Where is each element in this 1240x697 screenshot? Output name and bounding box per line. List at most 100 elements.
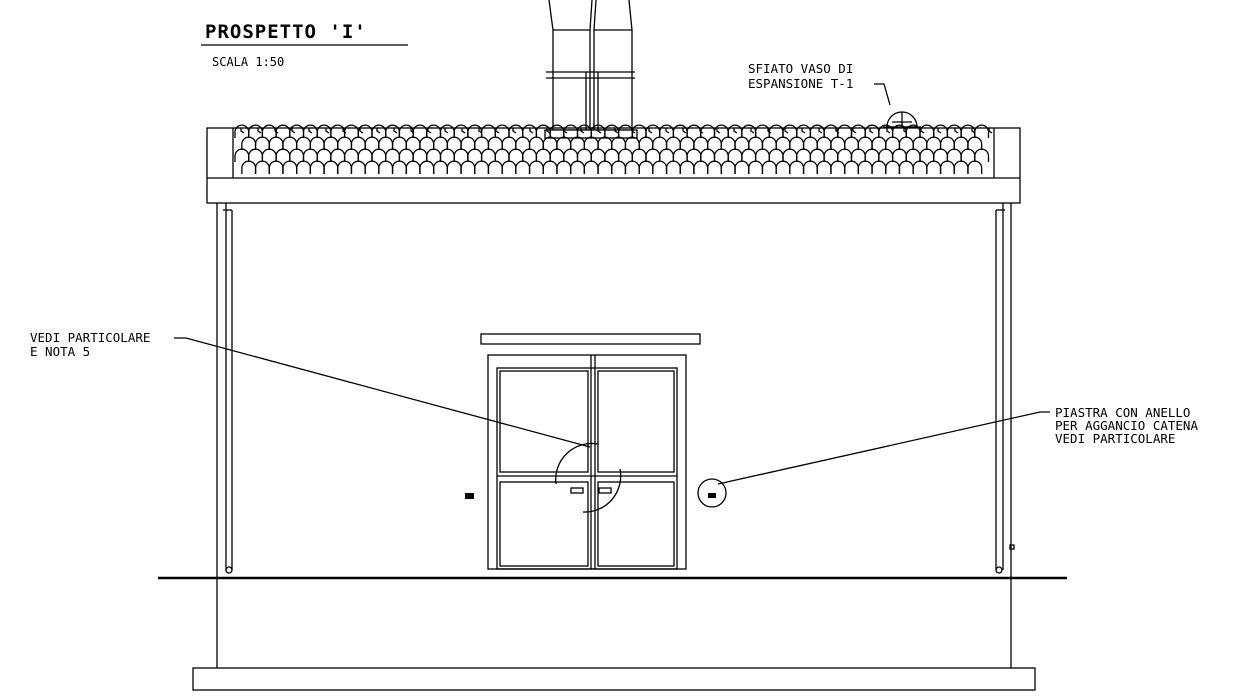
roof-tile	[583, 160, 599, 174]
roof-tile	[268, 136, 284, 150]
roof-tile	[754, 124, 770, 138]
roof-tile-hook	[512, 128, 517, 134]
roof-tile	[713, 148, 729, 162]
roof-tile	[268, 160, 284, 174]
roof-tile-hook	[835, 128, 840, 134]
svg-text:ESPANSIONE T-1: ESPANSIONE T-1	[748, 76, 853, 91]
roof-tile	[864, 148, 880, 162]
roof-tile	[453, 124, 469, 138]
roof-tile-hook	[971, 128, 976, 134]
roof-tile-hook	[580, 128, 585, 134]
roof-tile	[494, 148, 510, 162]
roof-tile	[823, 148, 839, 162]
roof-tile	[398, 148, 414, 162]
roof-tile-hook	[495, 128, 500, 134]
roof-tile	[864, 124, 880, 138]
roof-tile	[282, 160, 298, 174]
roof-tile	[385, 124, 401, 138]
roof-tile	[926, 136, 942, 150]
roof-tile	[446, 160, 462, 174]
roof-tile	[953, 160, 969, 174]
roof-tile	[570, 136, 585, 150]
roof-tile	[446, 136, 462, 150]
roof-tile	[693, 136, 709, 150]
svg-text:VEDI PARTICOLARE: VEDI PARTICOLARE	[30, 330, 150, 345]
roof-tile	[542, 136, 558, 150]
roof-tile	[515, 160, 531, 174]
roof-tile	[741, 124, 757, 138]
svg-text:E NOTA 5: E NOTA 5	[30, 344, 90, 359]
roof-tile	[296, 160, 311, 174]
roof-tile	[933, 148, 949, 162]
roof-tile	[611, 160, 627, 174]
roof-tile	[713, 124, 729, 138]
roof-tile	[542, 160, 558, 174]
roof-tile	[261, 148, 277, 162]
roof-tile	[337, 160, 353, 174]
roof-tile-hook	[308, 128, 313, 134]
wall-anchor-plates	[465, 478, 727, 508]
roof-tile	[419, 160, 435, 174]
plate-callout-right: PIASTRA CON ANELLO PER AGGANCIO CATENA V…	[717, 405, 1198, 485]
roof-tile-hook	[614, 128, 619, 134]
roof-tile	[665, 160, 681, 174]
roof-tile	[597, 136, 613, 150]
roof-tile	[275, 148, 291, 162]
svg-text:PER AGGANCIO CATENA: PER AGGANCIO CATENA	[1055, 418, 1198, 433]
roof-tile	[350, 136, 366, 150]
roof-tile	[480, 124, 496, 138]
roof-tile	[508, 124, 524, 138]
roof-tile	[357, 148, 373, 162]
roof-tile	[871, 160, 887, 174]
roof-tile	[330, 148, 346, 162]
roof-tile	[686, 148, 702, 162]
roof-tile	[563, 148, 579, 162]
roof-tile	[974, 124, 990, 138]
foundation-base	[192, 667, 1036, 691]
roof-tile-hook	[631, 128, 636, 134]
roof-tile	[659, 148, 675, 162]
roof-tile	[946, 148, 962, 162]
roof-tile	[679, 136, 695, 150]
roof-tile	[761, 136, 777, 150]
roof-tile-hook	[563, 128, 568, 134]
roof-tile	[391, 160, 407, 174]
roof-tile	[700, 124, 716, 138]
roof-tile-hook	[274, 128, 279, 134]
roof-tile	[309, 136, 325, 150]
roof-tile-hook	[784, 128, 789, 134]
roof-tile	[809, 124, 825, 138]
roof-tile	[522, 124, 538, 138]
roof-tile-hook	[818, 128, 823, 134]
roof-tile-hook	[376, 128, 381, 134]
roof-tile	[426, 148, 442, 162]
roof-tile	[275, 124, 291, 138]
roof-tile	[720, 136, 736, 150]
roof-tile	[802, 136, 818, 150]
roof-tile	[905, 148, 921, 162]
roof-tile	[261, 124, 277, 138]
roof-tile-hook	[903, 128, 908, 134]
roof-tile	[412, 124, 428, 138]
roof-tile	[939, 160, 955, 174]
roof-tile	[727, 148, 743, 162]
roof-tile	[528, 160, 544, 174]
roof-tile	[830, 160, 846, 174]
roof-tile-hook	[920, 128, 925, 134]
roof-tile	[939, 136, 955, 150]
roof-tile	[405, 136, 421, 150]
roof-tile	[597, 160, 613, 174]
roof-tile	[302, 148, 318, 162]
roof-tile	[768, 124, 784, 138]
roof-tile	[508, 148, 524, 162]
roof-tile	[378, 136, 394, 150]
roof-tile-hook	[716, 128, 721, 134]
roof-tile	[891, 148, 907, 162]
roof-tile	[844, 136, 859, 150]
roof-tile	[453, 148, 469, 162]
roof-tile	[707, 160, 722, 174]
roof-tile	[391, 136, 407, 150]
roof-tile	[590, 148, 606, 162]
roof-tile-hook	[342, 128, 347, 134]
roof-tile	[802, 160, 818, 174]
